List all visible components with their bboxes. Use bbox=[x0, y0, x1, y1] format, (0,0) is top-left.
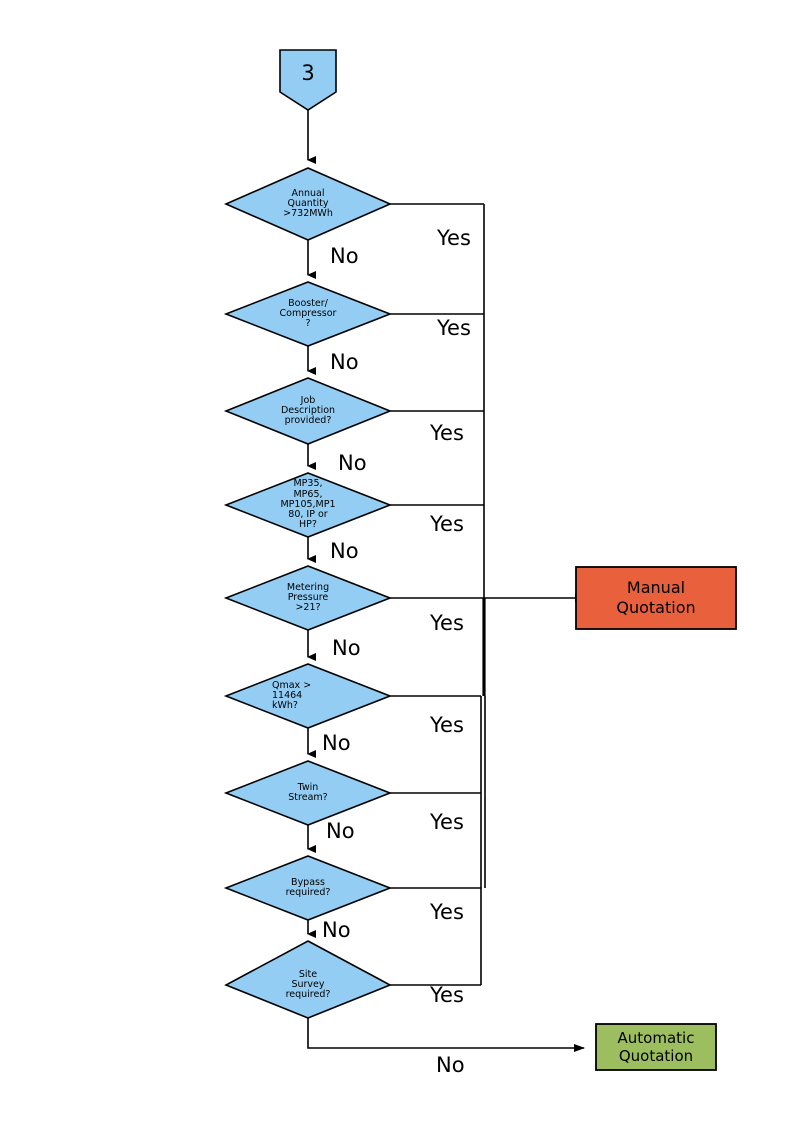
terminal-manual-quotation-shape bbox=[575, 566, 737, 630]
decision-annual-quantity-shape bbox=[224, 167, 392, 241]
edge-label-yes-qmax: Yes bbox=[430, 713, 464, 737]
edge-label-yes-bypass: Yes bbox=[430, 900, 464, 924]
edge-label-no-job-description: No bbox=[338, 451, 367, 475]
terminal-automatic-quotation-shape bbox=[595, 1023, 717, 1071]
edge-label-no-site-survey: No bbox=[436, 1053, 465, 1077]
entry-connector-shape bbox=[279, 49, 337, 111]
decision-qmax-shape bbox=[223, 663, 393, 729]
edge-label-yes-meter-type: Yes bbox=[430, 512, 464, 536]
edge-label-yes-twin-stream: Yes bbox=[430, 810, 464, 834]
decision-meter-type-shape bbox=[223, 472, 393, 538]
edge-no-site-survey-to-automatic bbox=[307, 1018, 585, 1052]
edge-label-no-metering-pressure: No bbox=[332, 636, 361, 660]
decision-booster-compressor-shape bbox=[223, 281, 393, 347]
decision-metering-pressure-shape bbox=[223, 565, 393, 631]
decision-twin-stream-shape bbox=[223, 760, 393, 826]
decision-job-description-shape bbox=[223, 377, 393, 445]
decision-site-survey-shape bbox=[224, 940, 392, 1019]
edge-label-no-booster-compressor: No bbox=[330, 350, 359, 374]
edge-label-yes-site-survey: Yes bbox=[430, 983, 464, 1007]
edge-label-yes-metering-pressure: Yes bbox=[430, 611, 464, 635]
edge-label-yes-booster-compressor: Yes bbox=[437, 316, 471, 340]
edge-label-no-twin-stream: No bbox=[326, 819, 355, 843]
edge-label-yes-job-description: Yes bbox=[430, 421, 464, 445]
decision-bypass-shape bbox=[223, 855, 393, 921]
edge-label-no-bypass: No bbox=[322, 918, 351, 942]
edge-label-no-annual-quantity: No bbox=[330, 244, 359, 268]
edge-label-yes-annual-quantity: Yes bbox=[437, 226, 471, 250]
edge-label-no-meter-type: No bbox=[330, 539, 359, 563]
edge-label-no-qmax: No bbox=[322, 731, 351, 755]
